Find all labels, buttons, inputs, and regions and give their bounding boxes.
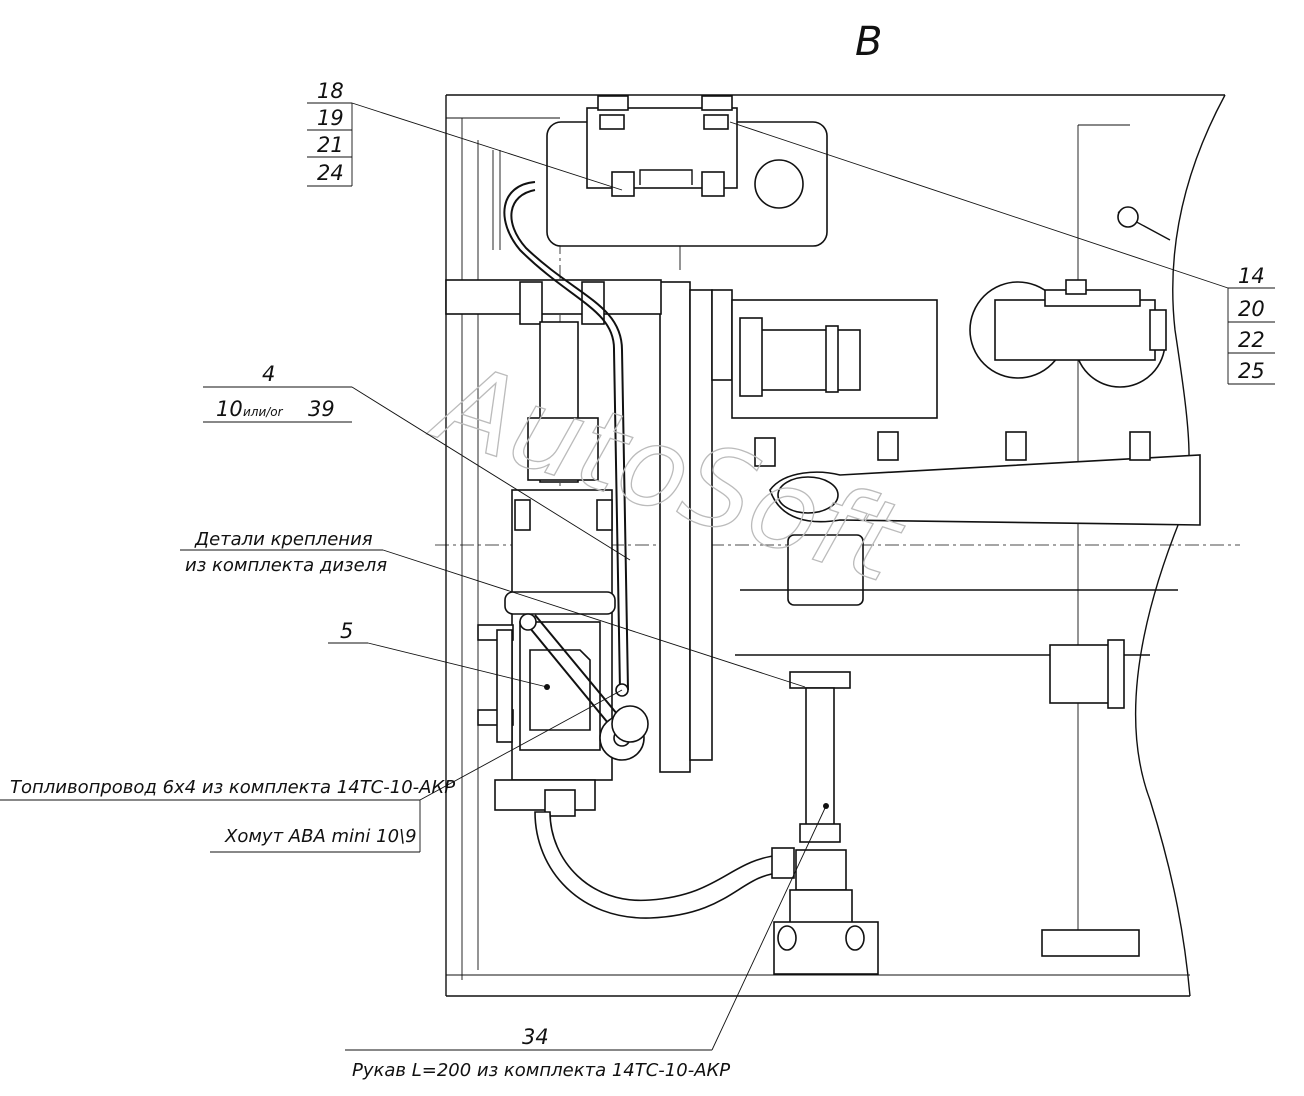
callout-item5: 5: [328, 619, 548, 688]
callout-39: 39: [308, 397, 335, 421]
callout-24: 24: [317, 161, 344, 185]
view-label: В: [855, 19, 882, 65]
motor-assembly: [659, 281, 938, 773]
mount-details-line1: Детали крепления: [194, 529, 373, 550]
exhaust-pipe: [735, 431, 1201, 709]
hose-bottom: [534, 811, 795, 919]
callout-top-left: 18 19 21 24: [307, 79, 623, 191]
pump-assembly: [477, 321, 616, 817]
callout-item34: 34 Рукав L=200 из комплекта 14ТС-10-АКР: [345, 805, 827, 1081]
callout-fuel-clamp: Топливопровод 6x4 из комплекта 14ТС-10-А…: [0, 689, 623, 853]
callout-14: 14: [1238, 264, 1265, 288]
callout-22: 22: [1238, 328, 1265, 352]
fuel-line-label: Топливопровод 6x4 из комплекта 14ТС-10-А…: [10, 777, 455, 798]
callout-10: 10: [216, 397, 243, 421]
hose-label: Рукав L=200 из комплекта 14ТС-10-АКР: [352, 1060, 730, 1081]
callout-top-right: 14 20 22 25: [729, 121, 1275, 385]
callout-18: 18: [317, 79, 344, 103]
mount-details-line2: из комплекта дизеля: [185, 555, 387, 576]
callout-or: или/or: [243, 405, 284, 419]
tank: [546, 95, 828, 270]
frame-outline: [445, 94, 1226, 997]
callout-20: 20: [1238, 297, 1265, 321]
engine-right: [969, 206, 1171, 957]
callout-4: 4: [262, 362, 275, 386]
callout-19: 19: [317, 106, 344, 130]
callout-21: 21: [317, 133, 344, 157]
callout-25: 25: [1238, 359, 1265, 383]
callout-34: 34: [522, 1025, 549, 1049]
pipe-horizontal-top: [445, 279, 662, 325]
callout-item4: 4 10 или/or 39: [203, 362, 631, 561]
filter-assembly: [773, 671, 879, 975]
callout-mount-details: Детали крепления из комплекта дизеля: [180, 529, 806, 688]
clamp-label: Хомут ABA mini 10\9: [224, 826, 417, 847]
tensioner: [519, 613, 649, 761]
callout-5: 5: [340, 619, 353, 643]
